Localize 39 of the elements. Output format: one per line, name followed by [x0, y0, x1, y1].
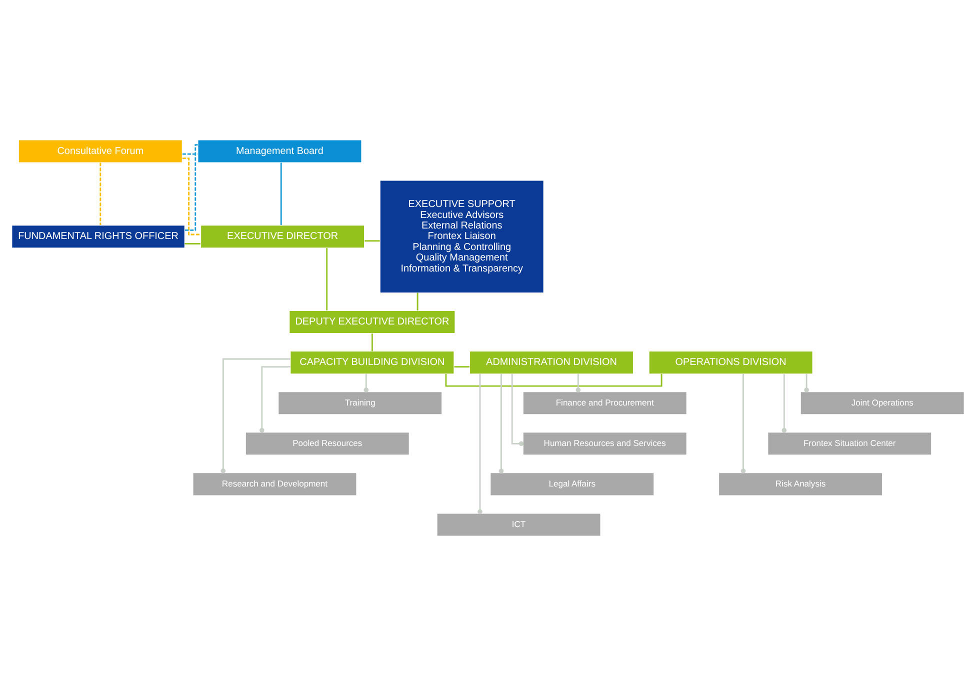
node-box: Frontex Situation Center [767, 431, 932, 455]
connector [326, 248, 328, 310]
connector [280, 162, 282, 224]
connector [511, 374, 524, 446]
node-box: Pooled Resources [245, 431, 410, 455]
connector [260, 366, 290, 432]
node-box: EXECUTIVE SUPPORT Executive Advisors External Relations Frontex Liaison Planning & Controlling Quality Management Information & Transparency [380, 180, 544, 293]
node-box: Training [278, 390, 442, 414]
node-box: FUNDAMENTAL RIGHTS OFFICER [11, 224, 186, 248]
connector [364, 374, 369, 392]
node-box: ICT [436, 512, 601, 536]
connector [804, 374, 809, 392]
connector [576, 374, 581, 392]
connector [454, 366, 470, 368]
connector [416, 292, 418, 310]
connector [184, 242, 200, 244]
connector [740, 374, 746, 473]
node-box: Human Resources and Services [522, 431, 688, 455]
node-box: Legal Affairs [490, 472, 654, 496]
node-box: Consultative Forum [18, 139, 183, 162]
connector [364, 240, 380, 242]
node-box: Joint Operations [800, 390, 965, 414]
connector [184, 144, 198, 230]
connector [372, 333, 373, 351]
node-box: ADMINISTRATION DIVISION [469, 350, 634, 374]
connector [100, 162, 102, 224]
node-box: DEPUTY EXECUTIVE DIRECTOR [288, 310, 456, 334]
node-box: CAPACITY BUILDING DIVISION [290, 350, 454, 374]
node-box: EXECUTIVE DIRECTOR [200, 224, 365, 248]
connector [478, 373, 482, 514]
connector [782, 374, 787, 432]
node-box: Management Board [198, 139, 362, 162]
connector [220, 358, 290, 473]
node-box: OPERATIONS DIVISION [648, 350, 813, 374]
connector [182, 157, 201, 235]
node-box: Research and Development [192, 472, 357, 496]
connector [498, 374, 504, 473]
node-box: Risk Analysis [718, 472, 883, 496]
node-box: Finance and Procurement [522, 390, 688, 414]
